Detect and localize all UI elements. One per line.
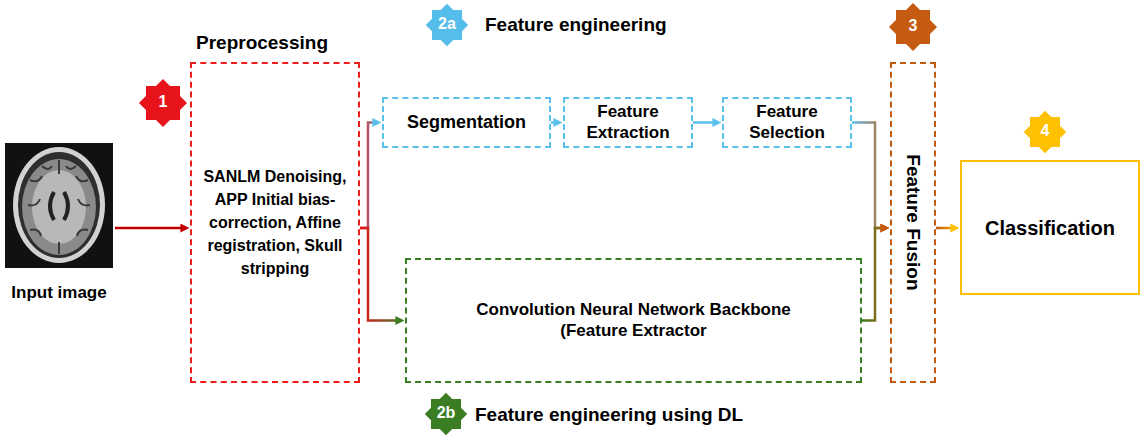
flow-arrow: [360, 123, 376, 229]
callout-star: [139, 79, 187, 127]
ventricles: [50, 192, 68, 220]
flow-arrow: [693, 121, 716, 124]
image-ground: [5, 143, 113, 268]
node-text: Feature Fusion: [902, 154, 925, 290]
flow-arrow: [852, 123, 884, 229]
cortex: [22, 159, 96, 255]
callout-number: 2b: [426, 404, 466, 422]
output-box: Classification: [960, 160, 1140, 295]
section-heading: Preprocessing: [196, 32, 328, 55]
flow-arrow: [936, 227, 954, 230]
section-label: Feature engineering: [485, 14, 667, 36]
csf: [18, 152, 100, 258]
flow-arrow: [115, 227, 184, 230]
callout-star: [1024, 111, 1066, 153]
callout-star: [889, 3, 937, 51]
node-text: Input image: [11, 283, 106, 303]
skull: [13, 147, 105, 263]
flow-arrow: [862, 228, 884, 321]
callout-number: 1: [143, 93, 183, 111]
node-text: Classification: [985, 216, 1115, 240]
section-label: Feature engineering using DL: [475, 404, 743, 426]
node-text: Convolution Neural Network Backbone (Fea…: [455, 300, 812, 341]
flow-arrow: [360, 228, 399, 321]
brain-mri-image: [5, 143, 113, 268]
step-box: Feature Extraction: [563, 97, 693, 148]
sulci: [28, 160, 90, 254]
step-box: Feature Selection: [722, 97, 852, 148]
node-text: Segmentation: [407, 112, 526, 134]
node-text: Feature Extraction: [565, 102, 691, 143]
node-text: Feature Selection: [724, 102, 850, 143]
process-box: PreprocessingSANLM Denoising, APP Initia…: [190, 62, 360, 383]
flow-arrow: [551, 121, 557, 124]
callout-star: [425, 393, 467, 435]
fusion-band: Feature Fusion: [890, 62, 936, 383]
callout-star: [426, 4, 468, 46]
step-box: Segmentation: [382, 97, 551, 148]
backbone-box: Convolution Neural Network Backbone (Fea…: [405, 258, 862, 383]
callout-number: 3: [893, 17, 933, 35]
image-node: Input image: [3, 141, 115, 303]
node-text: SANLM Denoising, APP Initial bias-correc…: [198, 165, 352, 281]
callout-number: 2a: [427, 15, 467, 33]
callout-number: 4: [1025, 122, 1065, 140]
